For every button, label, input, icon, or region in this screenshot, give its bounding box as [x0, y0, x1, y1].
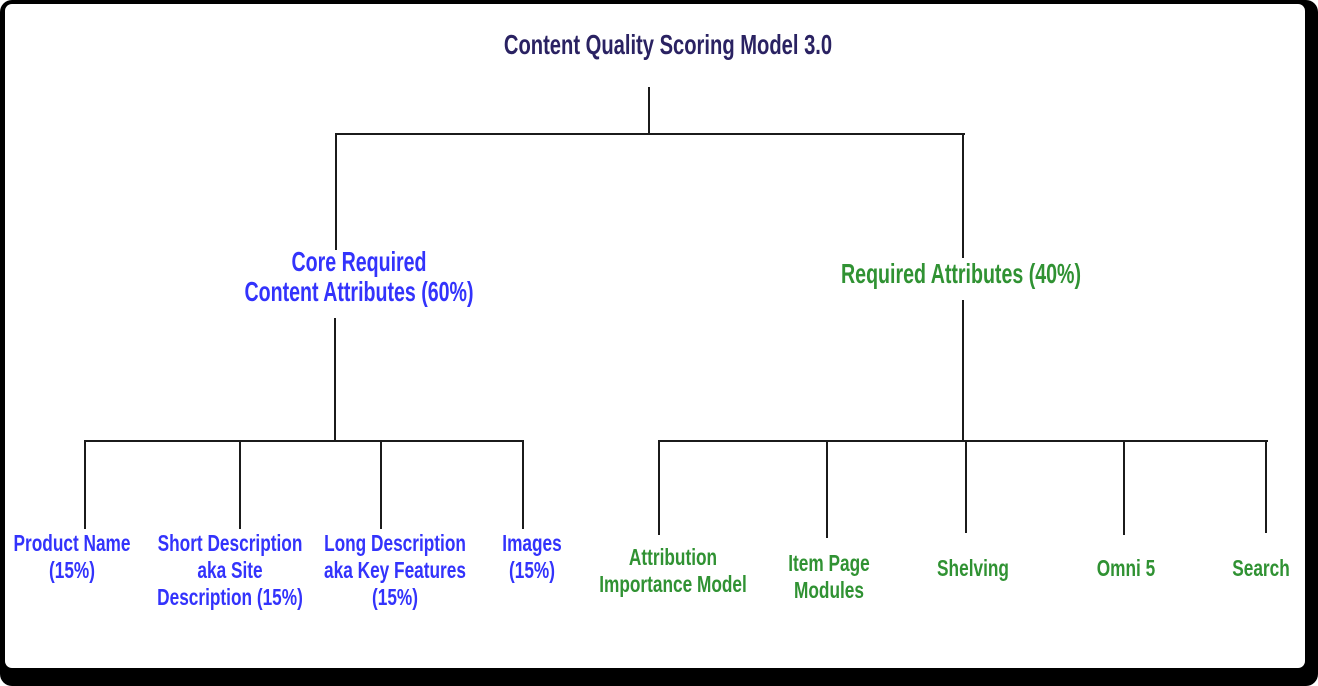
- node-label-line: (15%): [371, 584, 419, 610]
- node-long-description: Long Description aka Key Features (15%): [324, 530, 466, 611]
- node-label-line: (15%): [508, 557, 556, 583]
- node-label-line: Long Description: [324, 530, 466, 556]
- connector-required-horizontal: [658, 440, 1268, 442]
- node-label-line: Attribution: [628, 544, 718, 570]
- connector-level1-horizontal: [335, 133, 965, 135]
- node-label-line: Product Name: [13, 530, 131, 556]
- connector-item-page-stub: [826, 440, 828, 538]
- node-label-line: Item Page: [788, 550, 870, 576]
- node-attribution-importance-model: Attribution Importance Model: [599, 544, 747, 598]
- connector-shelving-stub: [965, 440, 967, 533]
- connector-required-drop: [962, 133, 964, 258]
- node-label-line: Shelving: [937, 555, 1009, 581]
- node-label-line: Required Attributes (40%): [841, 258, 1081, 289]
- node-label-line: (15%): [48, 557, 96, 583]
- node-omni-5: Omni 5: [1097, 555, 1155, 582]
- node-label-line: Search: [1232, 555, 1290, 581]
- node-label-line: Importance Model: [599, 571, 747, 597]
- node-shelving: Shelving: [937, 555, 1009, 582]
- node-label-line: Description (15%): [157, 584, 303, 610]
- node-short-description: Short Description aka Site Description (…: [157, 530, 303, 611]
- node-core-required-content-attributes: Core Required Content Attributes (60%): [244, 247, 473, 307]
- node-label-line: Omni 5: [1096, 555, 1156, 581]
- node-required-attributes: Required Attributes (40%): [841, 259, 1081, 289]
- diagram-title: Content Quality Scoring Model 3.0: [503, 29, 833, 60]
- node-label-line: Modules: [794, 577, 864, 603]
- connector-images-stub: [522, 440, 524, 529]
- connector-attribution-stub: [658, 440, 660, 535]
- node-item-page-modules: Item Page Modules: [788, 550, 869, 604]
- connector-core-stem: [334, 318, 336, 442]
- node-product-name: Product Name (15%): [14, 530, 131, 584]
- diagram-canvas: [5, 4, 1305, 668]
- node-search: Search: [1232, 555, 1290, 582]
- connector-product-name-stub: [84, 440, 86, 529]
- node-label-line: Core Required: [291, 246, 427, 277]
- connector-omni5-stub: [1123, 440, 1125, 535]
- node-label-line: aka Site: [197, 557, 263, 583]
- connector-required-stem: [962, 300, 964, 442]
- connector-core-horizontal: [84, 440, 524, 442]
- connector-long-desc-stub: [380, 440, 382, 529]
- connector-root-stem: [648, 87, 650, 135]
- node-images: Images (15%): [502, 530, 561, 584]
- node-label-line: Short Description: [157, 530, 303, 556]
- node-label-line: Content Attributes (60%): [244, 276, 474, 307]
- connector-core-drop: [335, 133, 337, 250]
- node-label-line: aka Key Features: [324, 557, 466, 583]
- connector-short-desc-stub: [239, 440, 241, 529]
- node-label-line: Images: [502, 530, 562, 556]
- connector-search-stub: [1265, 440, 1267, 533]
